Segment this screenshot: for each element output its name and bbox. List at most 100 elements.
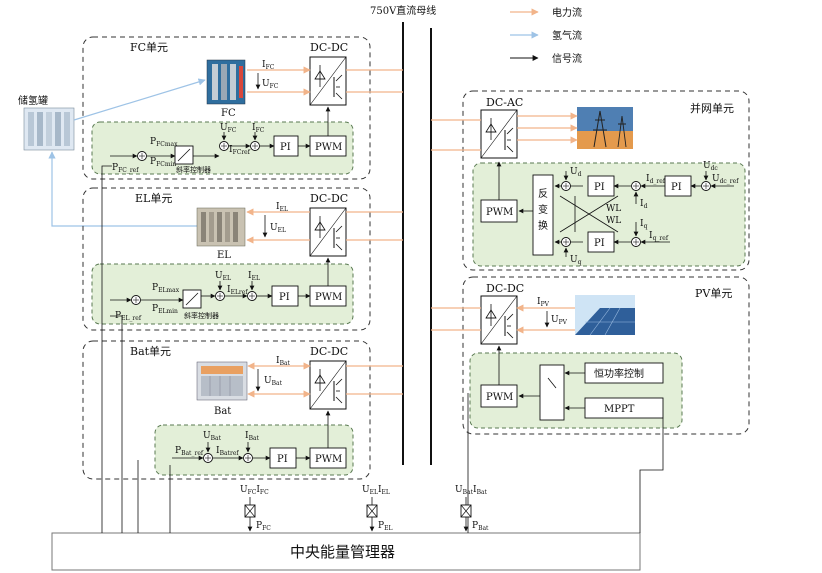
dc-bus: 750V直流母线: [370, 4, 436, 465]
bat-unit-frame: [82, 340, 371, 480]
el-u-label: UEL: [270, 223, 286, 234]
el-ifb-label: IEL: [248, 271, 260, 282]
fc-ifb-label: IFC: [252, 123, 265, 134]
grid-dcac-converter: [480, 109, 518, 159]
grid-transform-char-1: 反: [538, 188, 548, 200]
el-pmax-label: PELmax: [152, 283, 180, 294]
bat-sensor-icon: [460, 504, 472, 518]
grid-pwm-label: PWM: [486, 207, 513, 218]
pv-mppt-label: MPPT: [604, 404, 635, 415]
el-sensor-bottom-label: PEL: [378, 521, 392, 532]
grid-iqref-label: Iq_ref: [649, 231, 669, 242]
grid-id-label: Id: [640, 199, 648, 210]
fc-limiter-label: 斜率控制器: [176, 165, 211, 174]
grid-unit: DC-AC 并网单元 PWM 反 变 换 Ud PI Id: [431, 90, 750, 271]
pv-unit: DC-DC PV单元 IPV UPV PWM 恒功率控制 MPPT: [431, 276, 750, 435]
bat-u-label: UBat: [264, 376, 283, 387]
el-unit-frame: [82, 187, 371, 331]
hydrogen-line-tank-fc: [73, 78, 206, 121]
bat-sum-2: [243, 453, 253, 463]
fc-sensor-top-label: UFCIFC: [240, 485, 269, 496]
bat-dcdc-converter: [309, 360, 347, 410]
bat-control-panel: [154, 424, 354, 476]
fc-sum-3: [250, 141, 260, 151]
fc-sum-1: [137, 151, 147, 161]
el-pwm-label: PWM: [315, 292, 342, 303]
pv-panel-image: [575, 295, 635, 336]
grid-dcac-label: DC-AC: [486, 96, 523, 109]
fc-unit: FC单元 DC-DC FC IFC UFC PFC_ref PFCmax PFC…: [82, 36, 403, 180]
grid-tower-image: [577, 107, 633, 149]
pv-dcdc-converter: [480, 295, 518, 345]
pv-const-power-label: 恒功率控制: [594, 367, 644, 380]
fc-i-label: IFC: [262, 60, 275, 71]
bat-i-label: IBat: [276, 356, 291, 367]
grid-iq-label: Iq: [640, 219, 648, 230]
fc-pi-label: PI: [280, 142, 291, 153]
fc-device-image: [206, 59, 246, 105]
grid-wl-label-1: WL: [606, 204, 621, 214]
bat-title: Bat单元: [130, 345, 171, 358]
grid-sum-q1: [561, 237, 571, 247]
el-i-label: IEL: [276, 202, 288, 213]
pv-pwm-label: PWM: [486, 392, 513, 403]
grid-transform-char-3: 换: [538, 219, 548, 232]
grid-sum-d2: [631, 181, 641, 191]
pv-u-label: UPV: [551, 315, 568, 326]
fc-device-label: FC: [221, 108, 236, 119]
fc-p-ref-label: PFC_ref: [112, 163, 139, 174]
grid-ud-label: Ud: [570, 167, 582, 178]
el-sensor-icon: [366, 504, 378, 518]
fc-dcdc-label: DC-DC: [310, 41, 348, 54]
grid-decouple-3: [559, 195, 619, 233]
el-device-image: [196, 207, 246, 247]
grid-wl-label-2: WL: [606, 216, 621, 226]
bat-p-ref-label: PBat_ref: [175, 446, 204, 457]
el-pi-label: PI: [279, 292, 290, 303]
bus-label: 750V直流母线: [370, 4, 436, 17]
grid-sum-q2: [631, 237, 641, 247]
grid-transform-char-2: 变: [538, 203, 548, 216]
legend: 电力流 氢气流 信号流: [510, 6, 582, 65]
manager-label: 中央能量管理器: [290, 543, 395, 561]
hydrogen-line-el-tank: [48, 151, 205, 227]
pv-dcdc-label: DC-DC: [486, 282, 524, 295]
legend-power-label: 电力流: [552, 6, 582, 19]
el-sum-1: [131, 295, 141, 305]
pv-i-label: IPV: [537, 297, 550, 308]
grid-inverse-transform: [532, 174, 554, 256]
bat-dcdc-label: DC-DC: [310, 345, 348, 358]
grid-pi-q-label: PI: [594, 238, 605, 249]
el-device-label: EL: [217, 250, 231, 261]
bat-pwm-label: PWM: [315, 454, 342, 465]
grid-sum-dc: [701, 181, 711, 191]
el-limiter-label: 斜率控制器: [184, 311, 219, 320]
grid-pi-d-outer-label: PI: [671, 182, 682, 193]
hydrogen-tank: 储氢罐: [18, 78, 206, 227]
pv-switch-blade: [547, 377, 557, 389]
central-manager: 中央能量管理器 UFCIFC PFC UEL IEL PEL UBat IBat P…: [51, 165, 664, 571]
fc-sensor-bottom-label: PFC: [256, 521, 271, 532]
fc-iref-label: IFCref: [229, 145, 251, 156]
grid-udcref-label: Udc_ref: [712, 174, 739, 185]
el-sum-3: [247, 291, 257, 301]
fc-dcdc-converter: [309, 56, 347, 106]
pv-unit-frame: [462, 276, 750, 435]
fc-pmin-label: PFCmin: [150, 157, 176, 168]
fc-sum-2: [219, 141, 229, 151]
tank-label: 储氢罐: [18, 94, 48, 107]
bat-iref-label: IBatref: [216, 446, 239, 457]
bat-sum-1: [203, 453, 213, 463]
fc-unit-frame: [82, 36, 371, 180]
manager-to-pv-mppt: [639, 418, 664, 533]
bat-ufb-label: UBat: [203, 431, 222, 442]
fc-pwm-label: PWM: [315, 142, 342, 153]
grid-title: 并网单元: [690, 101, 734, 115]
el-dcdc-label: DC-DC: [310, 192, 348, 205]
fc-pmax-label: PFCmax: [150, 137, 178, 148]
manager-box: [51, 532, 641, 571]
grid-udc-label: Udc: [703, 161, 718, 172]
grid-idref-label: Id_ref: [646, 174, 666, 185]
